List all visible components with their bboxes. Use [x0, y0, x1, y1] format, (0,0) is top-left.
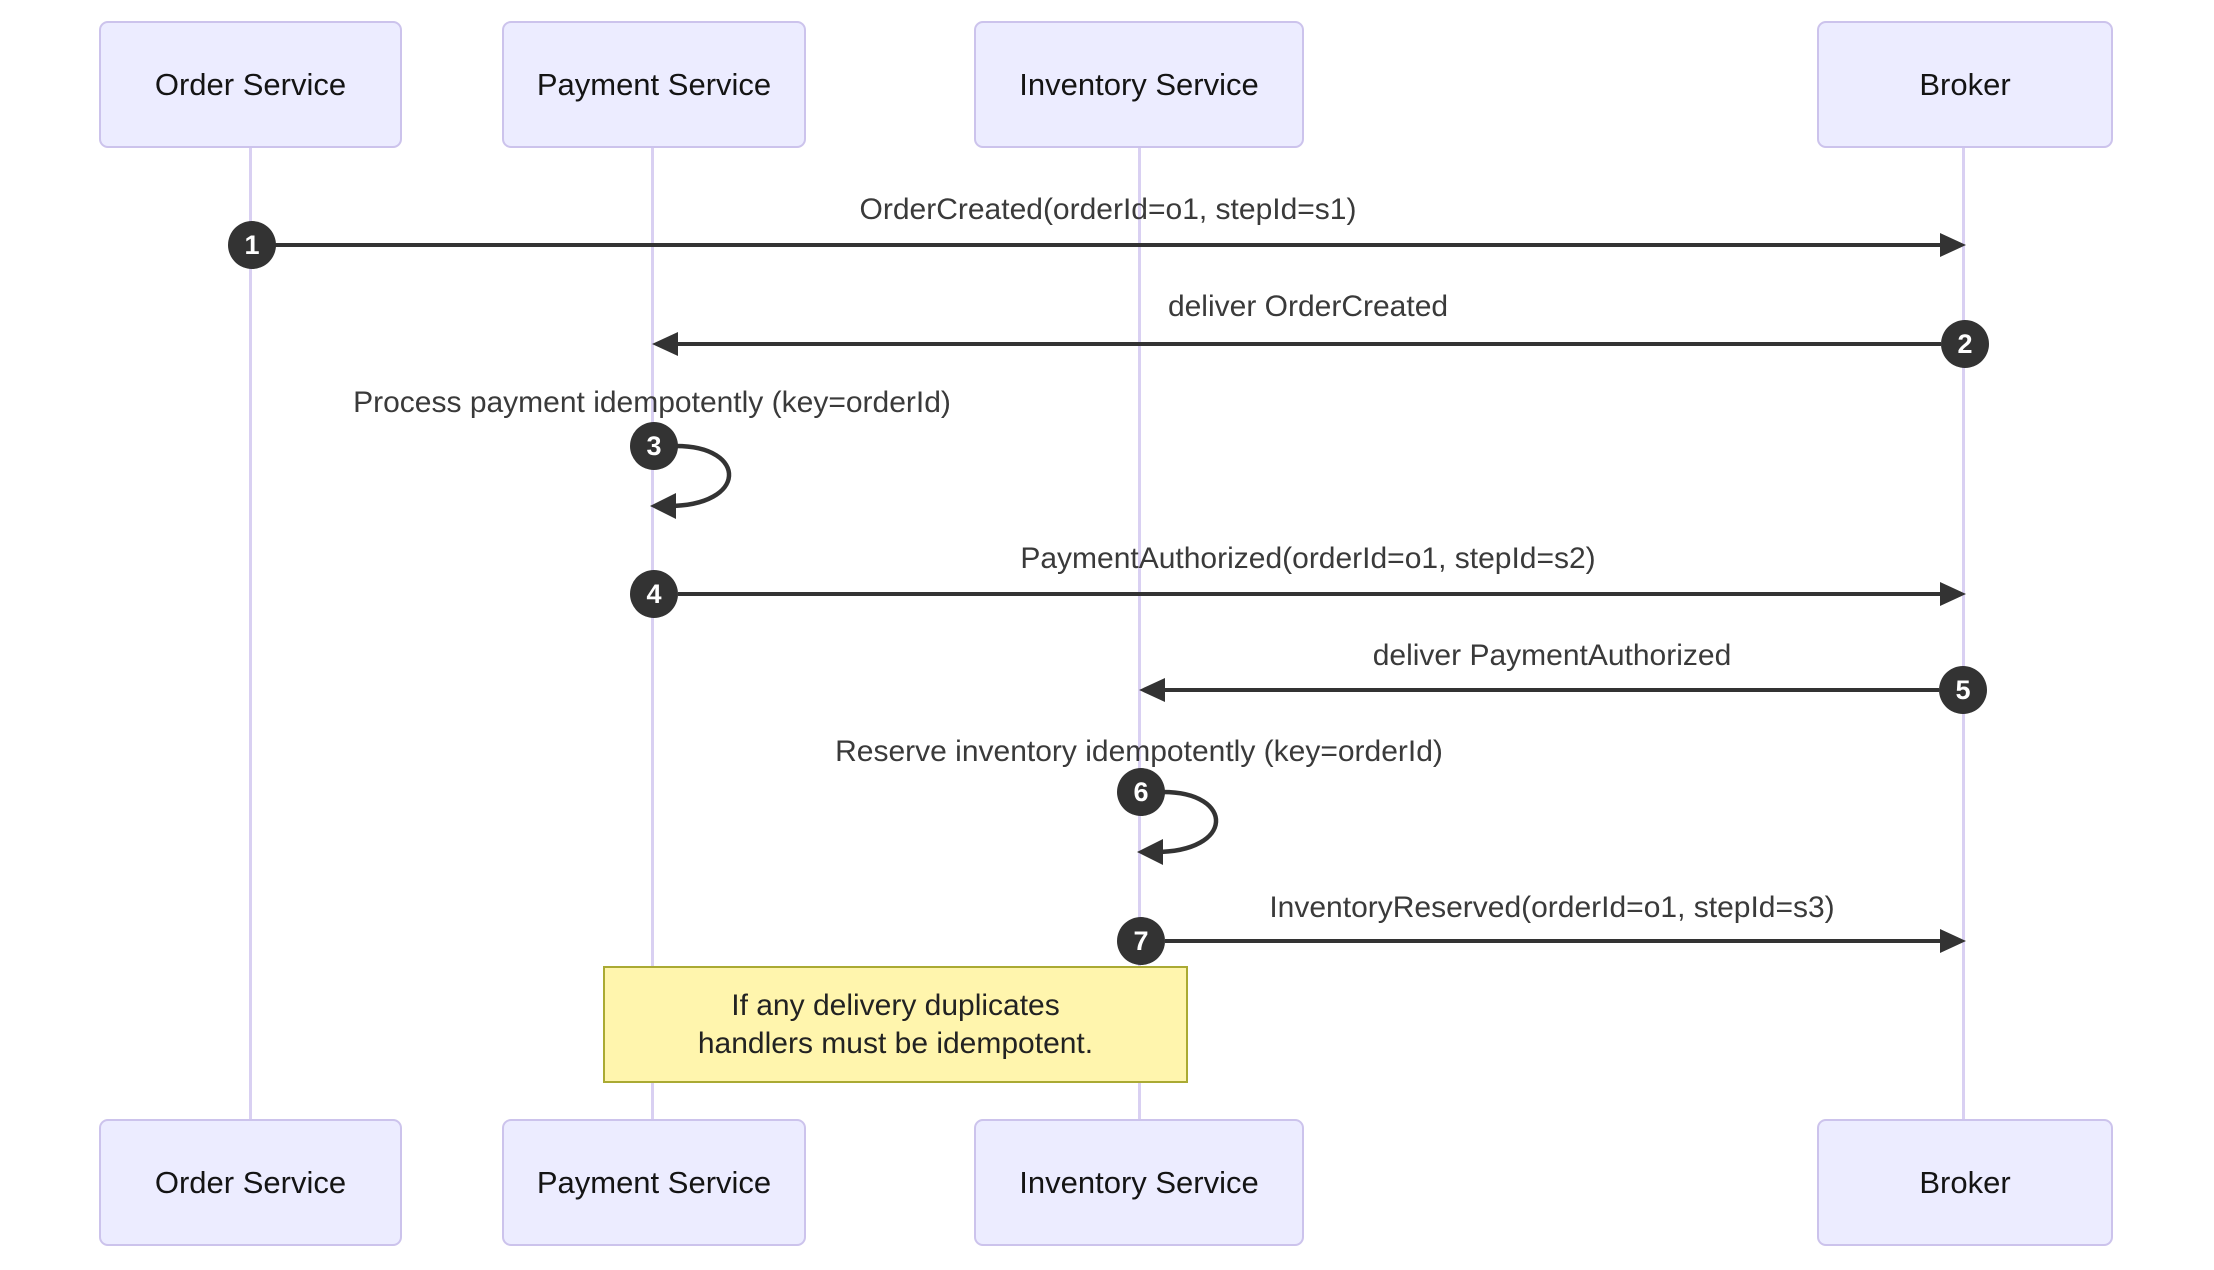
participant-label: Inventory Service	[1019, 66, 1259, 102]
message-label: PaymentAuthorized(orderId=o1, stepId=s2)	[1020, 542, 1596, 575]
message-label: deliver PaymentAuthorized	[1372, 639, 1732, 672]
sequence-number-badge: 7	[1117, 917, 1165, 965]
message-label: Process payment idempotently (key=orderI…	[353, 386, 951, 419]
lifeline-broker	[1962, 148, 1965, 1121]
message-label: OrderCreated(orderId=o1, stepId=s1)	[859, 193, 1357, 226]
participant-label: Payment Service	[536, 1164, 772, 1200]
self-loop-arrow	[1137, 789, 1219, 865]
lifeline-payment-service	[651, 148, 654, 1121]
sequence-number-badge: 3	[630, 422, 678, 470]
participant-label: Broker	[1919, 66, 2011, 102]
arrowhead-right-icon	[1940, 233, 1966, 257]
sequence-number-badge: 4	[630, 570, 678, 618]
participant-box-inventory-service-bottom: Inventory Service	[974, 1119, 1304, 1246]
participant-label: Order Service	[154, 66, 347, 102]
self-loop-arrow	[650, 443, 732, 519]
message-arrow-line	[1165, 939, 1940, 943]
participant-box-broker-bottom: Broker	[1817, 1119, 2113, 1246]
participant-box-payment-service-bottom: Payment Service	[502, 1119, 806, 1246]
message-arrow-line	[1163, 688, 1939, 692]
message-arrow-line	[678, 592, 1940, 596]
sequence-number-badge: 5	[1939, 666, 1987, 714]
participant-box-order-service-top: Order Service	[99, 21, 402, 148]
participant-label: Payment Service	[536, 66, 772, 102]
participant-box-broker-top: Broker	[1817, 21, 2113, 148]
arrowhead-left-icon	[652, 332, 678, 356]
participant-box-payment-service-top: Payment Service	[502, 21, 806, 148]
sequence-number-badge: 1	[228, 221, 276, 269]
participant-box-inventory-service-top: Inventory Service	[974, 21, 1304, 148]
participant-label: Order Service	[154, 1164, 347, 1200]
note-line: handlers must be idempotent.	[697, 1026, 1094, 1060]
arrowhead-left-icon	[1139, 678, 1165, 702]
sequence-number-badge: 2	[1941, 320, 1989, 368]
message-label: InventoryReserved(orderId=o1, stepId=s3)	[1269, 891, 1835, 924]
participant-box-order-service-bottom: Order Service	[99, 1119, 402, 1246]
note-box: If any delivery duplicates handlers must…	[603, 966, 1188, 1083]
arrowhead-right-icon	[1940, 929, 1966, 953]
sequence-number-badge: 6	[1117, 768, 1165, 816]
note-line: If any delivery duplicates	[731, 988, 1060, 1022]
participant-label: Broker	[1919, 1164, 2011, 1200]
participant-label: Inventory Service	[1019, 1164, 1259, 1200]
message-label: Reserve inventory idempotently (key=orde…	[835, 735, 1443, 768]
message-arrow-line	[676, 342, 1941, 346]
lifeline-inventory-service	[1138, 148, 1141, 1121]
message-arrow-line	[274, 243, 1942, 247]
message-label: deliver OrderCreated	[1167, 290, 1449, 323]
arrowhead-right-icon	[1940, 582, 1966, 606]
lifeline-order-service	[249, 148, 252, 1121]
